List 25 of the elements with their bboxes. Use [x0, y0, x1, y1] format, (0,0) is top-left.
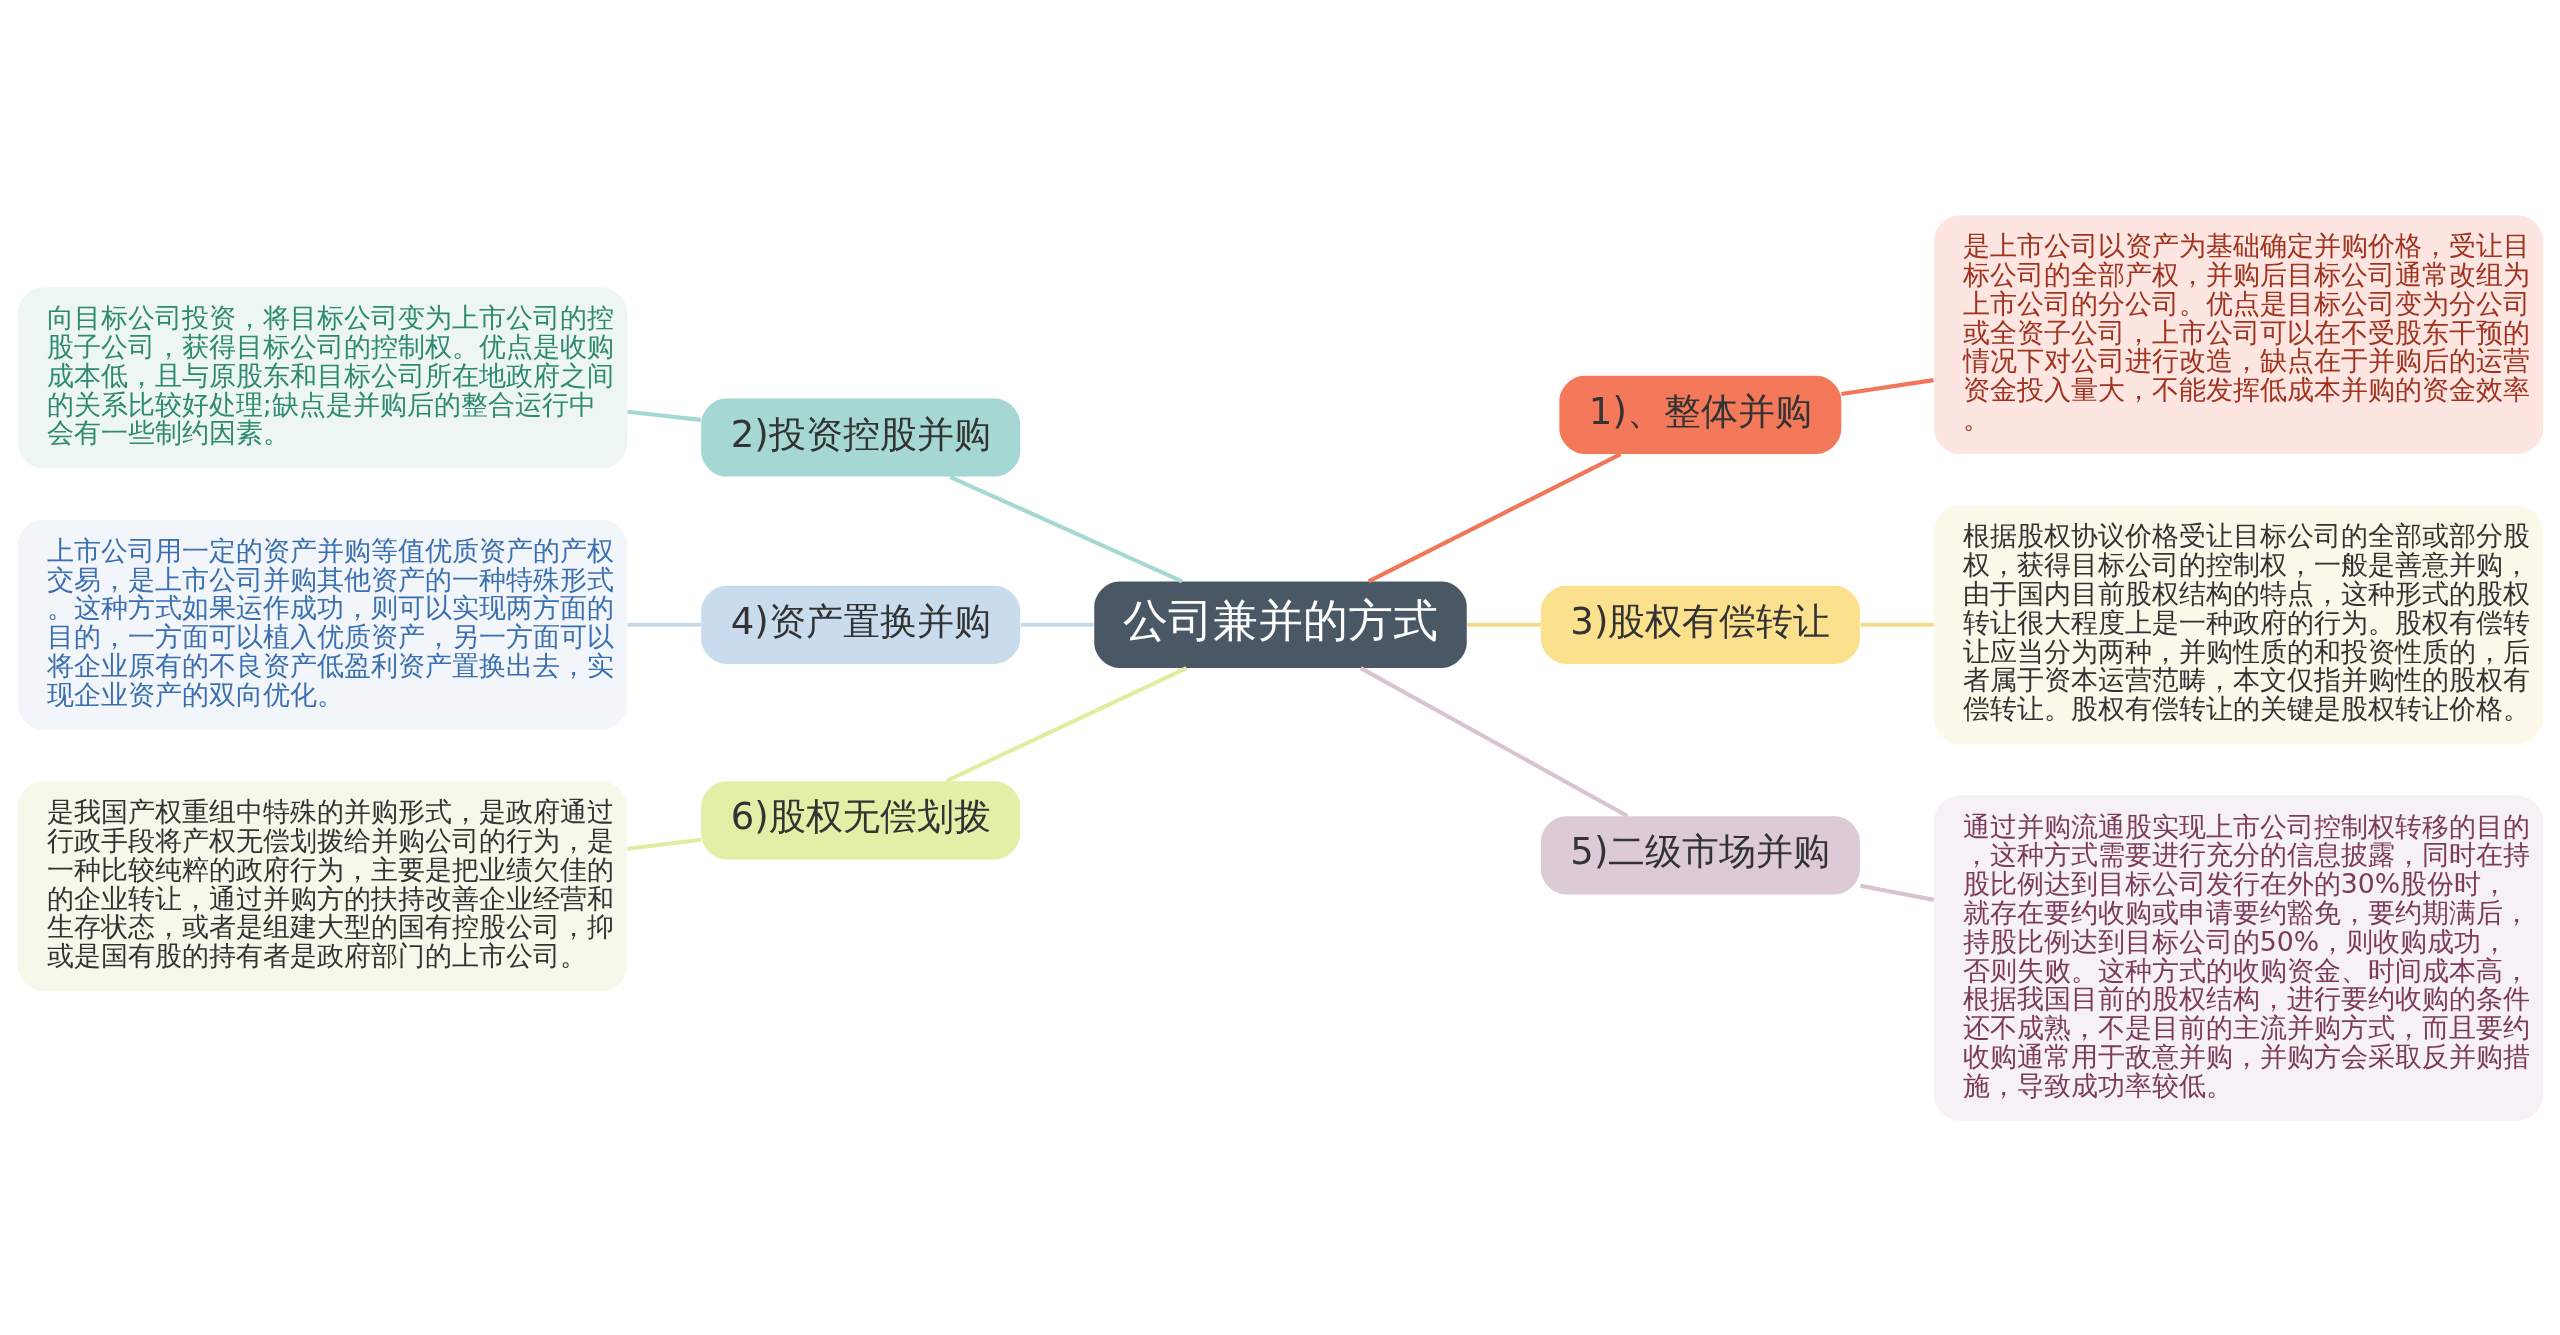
- connector: [1020, 622, 1094, 627]
- node-box: 1)、整体并购: [1558, 375, 1841, 454]
- node-box: 上市公司用一定的资产并购等值优质资产的产权交易，是上市公司并购其他资产的一种特殊形式。这种方式如果运作成功，则可以实现两方面的目的，一方面可以植入优质资产，另一方面可以将企业原有的不良资产低盈利资产置换出去，实现企业资产的双向优化。: [17, 519, 627, 730]
- node-box: 是上市公司以资产为基础确定并购价格，受让目标公司的全部产权，并购后目标公司通常改组为上市公司的分公司。优点是目标公司变为分公司或全资子公司，上市公司可以在不受股东干预的情况下对公司进行改造，缺点在于并购后的运营资金投入量大，不能发挥低成本并购的资金效率。: [1933, 214, 2543, 454]
- node-box: 3)股权有偿转让: [1540, 585, 1860, 664]
- node-box: 公司兼并的方式: [1093, 581, 1467, 668]
- node-box: 是我国产权重组中特殊的并购形式，是政府通过行政手段将产权无偿划拨给并购公司的行为，是一种比较纯粹的政府行为，主要是把业绩欠佳的的企业转让，通过并购方的扶持改善企业经营和生存状态，或者是组建大型的国有控股公司，抑或是国有股的持有者是政府部门的上市公司。: [17, 780, 627, 991]
- node-box: 2)投资控股并购: [700, 397, 1020, 477]
- node-box: 6)股权无偿划拨: [700, 780, 1020, 859]
- node-box: 4)资产置换并购: [700, 585, 1020, 664]
- node-box: 向目标公司投资，将目标公司变为上市公司的控股子公司，获得目标公司的控制权。优点是收购成本低，且与原股东和目标公司所在地政府之间的关系比较好处理;缺点是并购后的整合运行中会有一些制约因素。: [17, 286, 627, 468]
- node-box: 5)二级市场并购: [1540, 815, 1860, 894]
- node-box: 通过并购流通股实现上市公司控制权转移的目的，这种方式需要进行充分的信息披露，同时在持股比例达到目标公司发行在外的30%股份时，就存在要约收购或申请要约豁免，要约期满后，持股比例达到目标公司的50%，则收购成功，否则失败。这种方式的收购资金、时间成本高，根据我国目前的股权结构，进行要约收购的条件还不成熟，不是目前的主流并购方式，而且要约收购通常用于敌意并购，并购方会采取反并购措施，导致成功率较低。: [1933, 795, 2543, 1121]
- connector: [626, 837, 701, 851]
- connector: [1466, 622, 1541, 627]
- connector: [1840, 377, 1934, 396]
- connector: [1367, 451, 1622, 583]
- connector: [945, 665, 1187, 783]
- connector: [1859, 883, 1934, 902]
- connector: [1359, 665, 1628, 818]
- connector: [626, 409, 701, 422]
- connector: [948, 474, 1183, 583]
- connector: [1860, 622, 1934, 627]
- connector: [626, 622, 701, 627]
- node-box: 根据股权协议价格受让目标公司的全部或部分股权，获得目标公司的控制权，一般是善意并购，由于国内目前股权结构的特点，这种形式的股权转让很大程度上是一种政府的行为。股权有偿转让应当分为两种，并购性质的和投资性质的，后者属于资本运营范畴，本文仅指并购性的股权有偿转让。股权有偿转让的关键是股权转让价格。: [1933, 504, 2543, 744]
